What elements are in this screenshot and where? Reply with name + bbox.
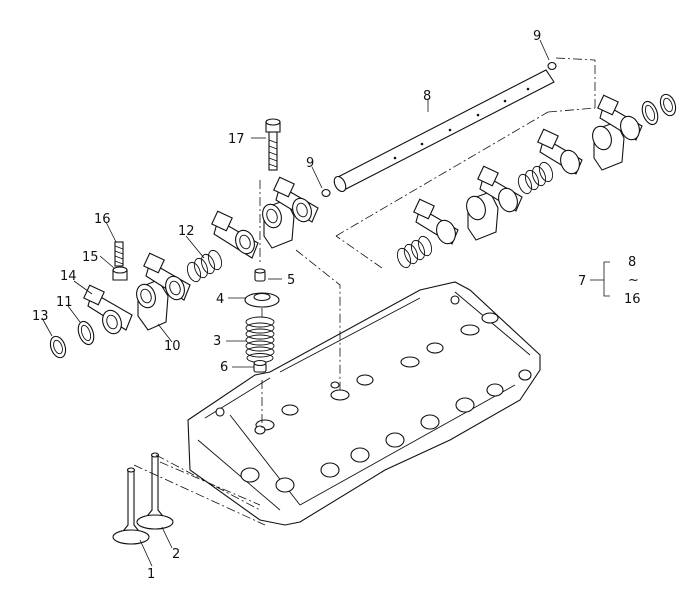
- washer-left: [77, 320, 95, 346]
- snap-ring-left: [49, 335, 67, 359]
- shaft-plug-right: [547, 61, 557, 71]
- rocker-arm-fourth: [273, 176, 319, 223]
- rear-rocker-arm-1: [413, 198, 459, 245]
- leader-lines: [41, 39, 596, 567]
- valve-spring: [245, 316, 275, 363]
- rocker-bracket-front: [136, 279, 169, 331]
- callout-12: 12: [178, 224, 195, 239]
- valve-cotter: [254, 268, 266, 282]
- rear-rocker-spring-2: [517, 161, 554, 195]
- callout-16: 16: [94, 212, 111, 227]
- callout-1: 1: [147, 567, 155, 582]
- group-bracket: [596, 261, 610, 297]
- callout-8-shaft: 8: [423, 89, 431, 104]
- callout-17: 17: [228, 132, 245, 147]
- rocker-bracket-bolt: [265, 118, 281, 171]
- rear-rocker-arm-3: [537, 128, 583, 175]
- callout-13: 13: [32, 309, 49, 324]
- callout-9-left: 9: [306, 156, 314, 171]
- exhaust-valve: [136, 452, 174, 530]
- callout-15: 15: [82, 250, 99, 265]
- rear-rocker-bracket-1: [466, 191, 499, 241]
- rear-rocker-arm-2: [477, 165, 523, 213]
- callout-14: 14: [60, 269, 77, 284]
- callout-3: 3: [213, 334, 221, 349]
- rear-rocker-arm-4: [597, 94, 643, 141]
- intake-valve: [112, 467, 150, 545]
- callout-2: 2: [172, 547, 180, 562]
- range-tilde: ~: [628, 273, 639, 288]
- lock-nut: [112, 266, 128, 281]
- valve-stem-seal: [253, 359, 267, 373]
- rocker-arm-third: [211, 210, 259, 259]
- callout-6: 6: [220, 360, 228, 375]
- rocker-shaft: [333, 69, 555, 193]
- callout-4: 4: [216, 292, 224, 307]
- washer-right: [641, 100, 659, 126]
- rocker-arm-left: [83, 284, 133, 335]
- callout-10: 10: [164, 339, 181, 354]
- adjusting-screw: [114, 241, 124, 267]
- callout-7: 7: [578, 274, 586, 289]
- callout-5: 5: [287, 273, 295, 288]
- valve-spring-retainer: [244, 292, 280, 308]
- callout-8-range: 8: [628, 255, 636, 270]
- snap-ring-right: [659, 93, 677, 117]
- rear-rocker-spring-1: [396, 235, 433, 269]
- rocker-spring-left: [186, 249, 223, 283]
- shaft-plug-left: [321, 188, 331, 198]
- callout-9-right: 9: [533, 29, 541, 44]
- callout-16-range: 16: [624, 292, 641, 307]
- cylinder-head: [187, 281, 541, 526]
- rocker-arm-second: [143, 252, 191, 301]
- callout-11: 11: [56, 295, 73, 310]
